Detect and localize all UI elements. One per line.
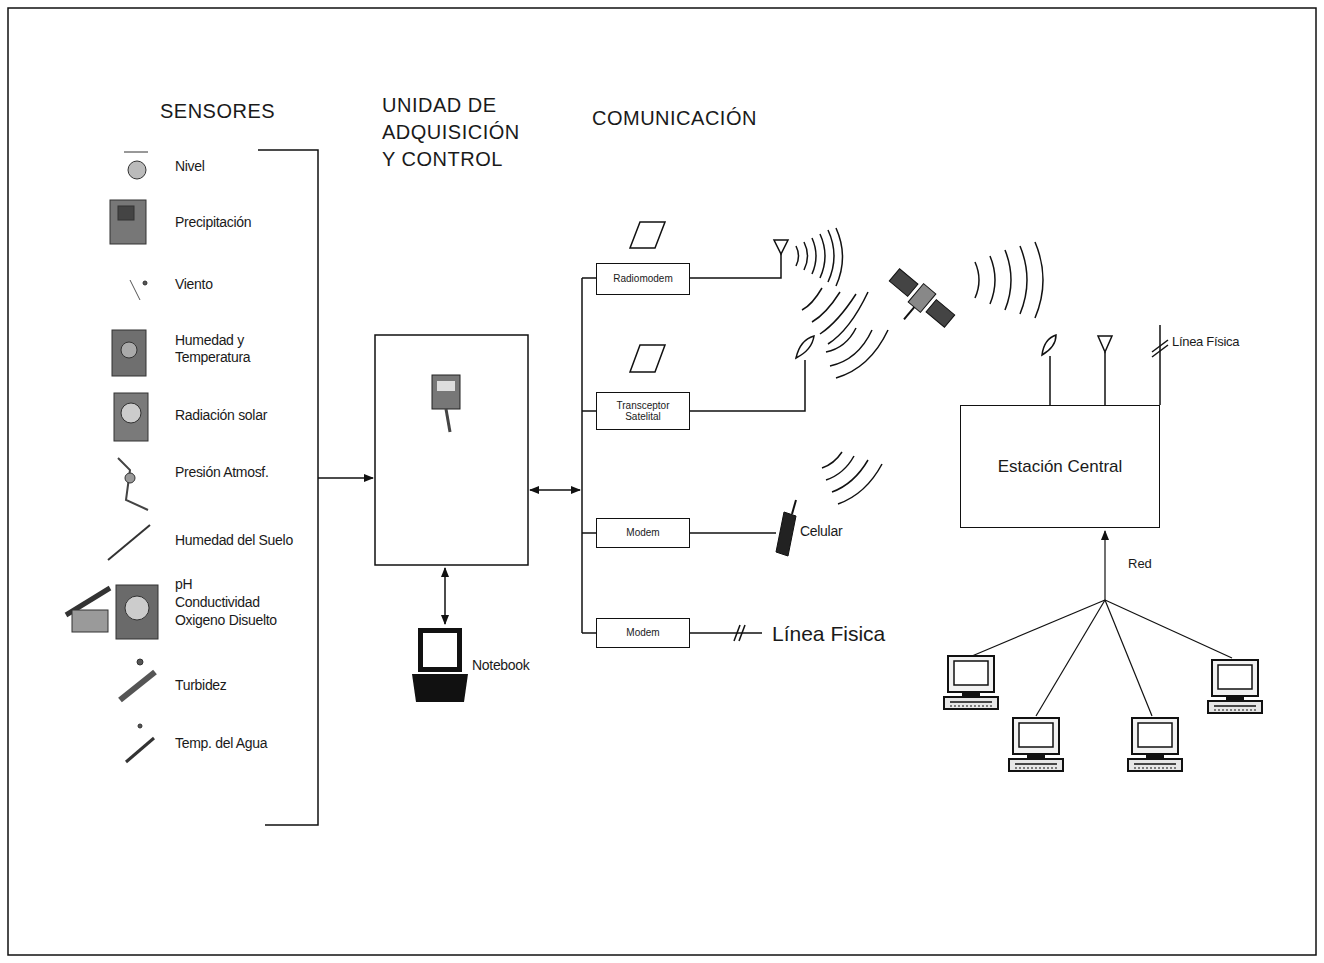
item-label: Turbidez [175,677,227,694]
central-station-box: Estación Central [960,405,1160,528]
item-label: Radiación solar [175,407,267,424]
satellite [876,266,957,343]
box-text: Modem [626,627,659,639]
comm-device-box: Transceptor Satelital [596,392,690,430]
cell-phone [690,452,882,556]
box-text: Radiomodem [613,273,672,285]
outer-frame [8,8,1316,955]
item-label: Presión Atmosf. [175,464,269,481]
comm-device-box: Radiomodem [596,263,690,295]
item-label: Conductividad [175,594,260,611]
item-label: Oxigeno Disuelto [175,612,277,629]
item-label: Viento [175,276,213,293]
logger-icon [432,375,460,432]
comm-device-box: Modem [596,618,690,648]
box-text: Transceptor Satelital [601,400,685,423]
item-label: Humedad del Suelo [175,532,293,549]
notebook-link [444,568,446,624]
column-heading: SENSORES [160,98,275,125]
item-label: Temp. del Agua [175,735,267,752]
computers [944,656,1262,771]
satellite-dish [690,328,888,411]
item-label: Red [1128,556,1152,572]
physical-line [690,625,762,641]
item-label: Celular [800,523,842,540]
column-heading: COMUNICACIÓN [592,105,757,132]
column-heading: UNIDAD DE ADQUISICIÓN Y CONTROL [382,92,522,173]
box-text: Modem [626,527,659,539]
comm-device-box: Modem [596,518,690,548]
item-label: Línea Física [1172,334,1239,350]
item-label: Precipitación [175,214,251,231]
item-label: Humedad y Temperatura [175,332,267,366]
network-lines [972,531,1232,716]
sensor-bracket [258,150,373,825]
card-icons [630,222,665,372]
sensor-icons [66,152,158,762]
satellite-waves [975,242,1043,318]
station-antennas [1042,325,1168,405]
item-label: Nivel [175,158,205,175]
acquisition-unit-box [375,335,528,565]
comm-bus [530,278,596,633]
item-label: Notebook [472,657,530,674]
box-text: Estación Central [998,457,1123,477]
item-label: Línea Fisica [772,621,885,646]
notebook-icon [412,628,468,702]
item-label: pH [175,576,192,593]
radio-antenna [690,228,868,344]
